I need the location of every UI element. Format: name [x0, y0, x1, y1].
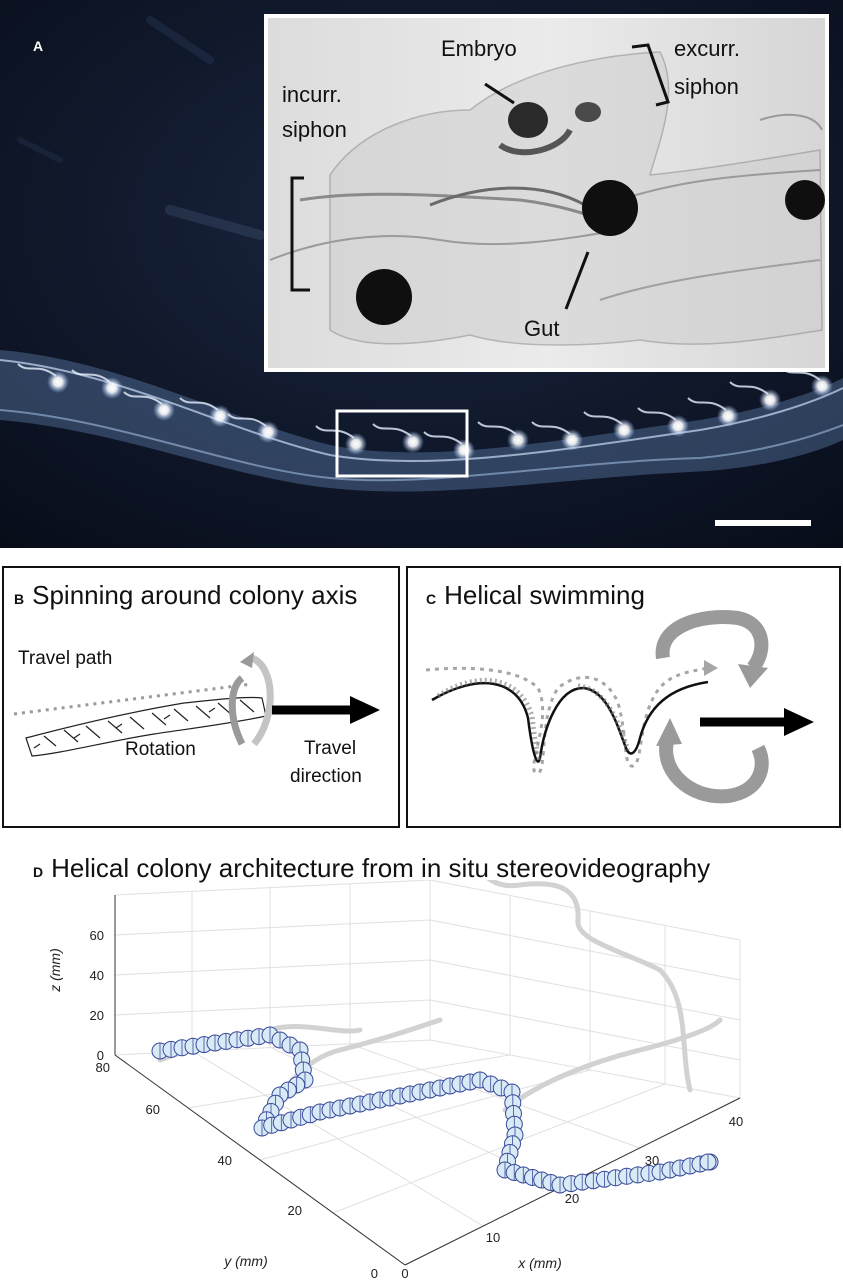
panel-a-photo: A Embryo excurr. siphon incurr. siphon G…	[0, 0, 843, 548]
zooid-nucleus	[453, 439, 475, 461]
zooid-tail	[729, 381, 769, 395]
panel-c-label: C	[426, 591, 437, 607]
y-tick-60: 60	[146, 1102, 160, 1117]
panel-a-label: A	[33, 38, 44, 54]
rotation-arrow-top	[655, 610, 769, 673]
zooid-tail	[687, 397, 727, 411]
zooid-nucleus	[257, 421, 279, 443]
zooid-sphere	[699, 1153, 717, 1171]
zooid-nucleus	[667, 415, 689, 437]
embryo-label: Embryo	[441, 36, 517, 61]
zooid-tail	[477, 421, 517, 435]
zooid-nucleus	[153, 399, 175, 421]
zooid-nucleus	[759, 389, 781, 411]
scale-bar	[715, 520, 811, 526]
plot-box-grid	[114, 880, 741, 1266]
y-axis-label: y (mm)	[223, 1253, 268, 1269]
zooid-nucleus	[811, 375, 833, 397]
zooid-nucleus	[47, 371, 69, 393]
zooid-nucleus	[101, 377, 123, 399]
panel-b-label: B	[14, 591, 25, 607]
zooid-tail	[71, 369, 111, 383]
inset-micrograph	[264, 14, 829, 372]
travel-direction-label-line2: direction	[290, 766, 362, 787]
z-tick-20: 20	[90, 1008, 104, 1023]
travel-direction-label-line1: Travel	[304, 738, 357, 759]
incurrent-siphon-label-line2: siphon	[282, 117, 347, 142]
z-tick-40: 40	[90, 968, 104, 983]
zooid-tail	[17, 363, 57, 377]
gut-label: Gut	[524, 316, 560, 341]
x-axis-label: x (mm)	[517, 1255, 562, 1271]
zooid-nucleus	[345, 433, 367, 455]
rotation-arrow-back	[250, 654, 274, 747]
zooid-tail	[372, 423, 412, 437]
zooid-tail	[531, 421, 571, 435]
zooid-nucleus	[402, 431, 424, 453]
helical-diagram	[425, 610, 814, 804]
zooid-nucleus	[209, 405, 231, 427]
zooid-tail	[423, 431, 463, 445]
zooid-tail	[315, 425, 355, 439]
incurrent-siphon-label-line1: incurr.	[282, 82, 342, 107]
zooid-spheres	[151, 1026, 719, 1194]
x-tick-10: 10	[486, 1230, 500, 1245]
x-tick-30: 30	[645, 1153, 659, 1168]
panel-b-title: Spinning around colony axis	[32, 580, 358, 610]
zooid-nucleus	[613, 419, 635, 441]
z-tick-0: 0	[97, 1048, 104, 1063]
z-tick-60: 60	[90, 928, 104, 943]
zooid-nucleus	[561, 429, 583, 451]
panel-c-helical: C Helical swimming	[406, 566, 841, 828]
colony-photo	[0, 0, 843, 548]
zooid-nucleus	[507, 429, 529, 451]
x-tick-0: 0	[401, 1266, 408, 1280]
y-tick-20: 20	[288, 1203, 302, 1218]
y-tick-80: 80	[96, 1060, 110, 1075]
colony-sketch	[25, 696, 267, 757]
panel-d-heading: D Helical colony architecture from in si…	[33, 853, 710, 884]
x-tick-20: 20	[565, 1191, 579, 1206]
zooid-tail	[227, 413, 267, 427]
spinning-diagram	[13, 652, 380, 757]
zooid-tail	[179, 397, 219, 411]
colony-body	[0, 350, 843, 492]
zooid-tail	[123, 391, 163, 405]
panel-d-label: D	[33, 864, 44, 880]
panel-d-3d-plot: 0 20 40 60 z (mm) 80 60 40 20 0 y (mm) 0…	[47, 880, 743, 1280]
panel-d-title: Helical colony architecture from in situ…	[51, 853, 711, 883]
zooid-glow-group	[17, 363, 833, 461]
rotation-label: Rotation	[125, 739, 196, 760]
zooid-tail	[583, 411, 623, 425]
excurrent-siphon-label-line1: excurr.	[674, 36, 741, 61]
rotation-arrow-bottom	[659, 735, 769, 804]
y-tick-0: 0	[371, 1266, 378, 1280]
panel-b-spinning: B Spinning around colony axis Travel pat…	[2, 566, 400, 828]
zooid-nucleus	[717, 405, 739, 427]
excurrent-siphon-label-line2: siphon	[674, 74, 739, 99]
inset-region-box	[335, 409, 469, 478]
zooid-tail	[637, 407, 677, 421]
z-axis-label: z (mm)	[47, 948, 63, 993]
rotation-arrow-front	[228, 675, 246, 746]
travel-path-line	[13, 682, 253, 716]
travel-path-label: Travel path	[18, 648, 113, 669]
y-tick-40: 40	[218, 1153, 232, 1168]
panel-c-title: Helical swimming	[444, 580, 645, 610]
x-tick-40: 40	[729, 1114, 743, 1129]
